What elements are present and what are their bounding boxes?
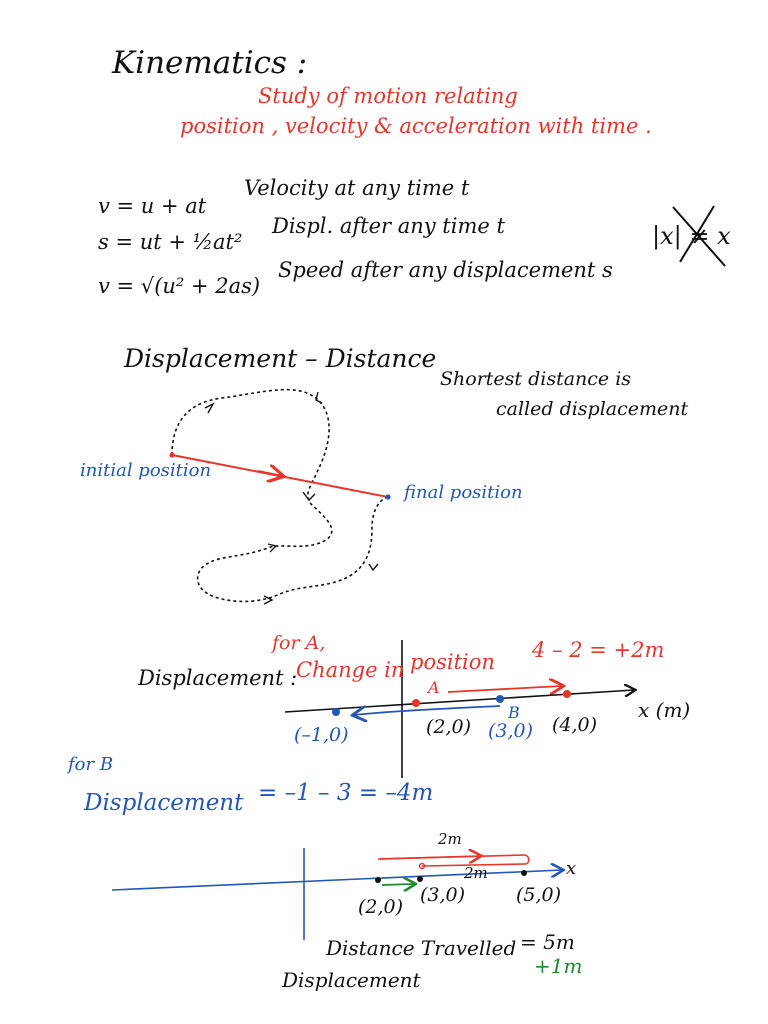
segment-mid-label: 2m: [464, 864, 488, 882]
page-title: Kinematics :: [112, 45, 308, 81]
equation-3-formula: v = √(u² + 2as): [98, 274, 261, 298]
for-a-label: for A,: [272, 632, 326, 654]
side-note: |x| ≠ x: [652, 222, 731, 250]
definition-line-1: Study of motion relating: [258, 84, 518, 108]
initial-position-label: initial position: [80, 460, 212, 481]
displacement-label: Displacement :: [138, 666, 298, 690]
note-line-2: called displacement: [496, 398, 689, 420]
note-line-1: Shortest distance is: [440, 368, 632, 390]
equation-1-meaning: Velocity at any time t: [244, 176, 470, 200]
axis-label-x: x: [566, 858, 577, 879]
calc-a: 4 – 2 = +2m: [532, 638, 665, 662]
point-b-label: B: [508, 703, 520, 722]
distance-travelled-label: Distance Travelled: [326, 936, 517, 960]
displacement-b-label: Displacement: [84, 790, 244, 816]
coord-4: (4,0): [552, 714, 598, 736]
coord-2-bottom: (2,0): [358, 896, 404, 918]
axes-section-3: [284, 640, 634, 778]
coord-2: (2,0): [426, 716, 472, 738]
coord-5-bottom: (5,0): [516, 884, 562, 906]
equation-1-formula: v = u + at: [98, 194, 207, 218]
distance-path: [171, 388, 389, 603]
displacement-bottom-label: Displacement: [282, 968, 421, 992]
equation-2-meaning: Displ. after any time t: [272, 214, 505, 238]
side-note-cross: [672, 205, 726, 267]
coord-3-bottom: (3,0): [420, 884, 466, 906]
displacement-value: +1m: [534, 954, 583, 978]
distance-value: = 5m: [520, 930, 575, 954]
for-b-label: for B: [68, 754, 114, 775]
equation-3-meaning: Speed after any displacement s: [278, 258, 613, 282]
segment-top-label: 2m: [438, 830, 462, 848]
calc-b: = –1 – 3 = –4m: [258, 780, 434, 806]
axis-label-x-m: x (m): [638, 698, 691, 722]
definition-line-2: position , velocity & acceleration with …: [180, 114, 652, 138]
point-a-label: A: [428, 678, 440, 697]
position-text: position: [410, 650, 495, 674]
final-position-label: final position: [404, 482, 523, 503]
coord-neg1: (–1,0): [294, 724, 349, 746]
coord-3: (3,0): [488, 720, 534, 742]
equation-2-formula: s = ut + ½at²: [98, 230, 243, 254]
change-in-text: Change in: [296, 658, 405, 682]
axes-section-4: [111, 848, 562, 940]
section-heading-displacement-distance: Displacement – Distance: [124, 344, 437, 373]
